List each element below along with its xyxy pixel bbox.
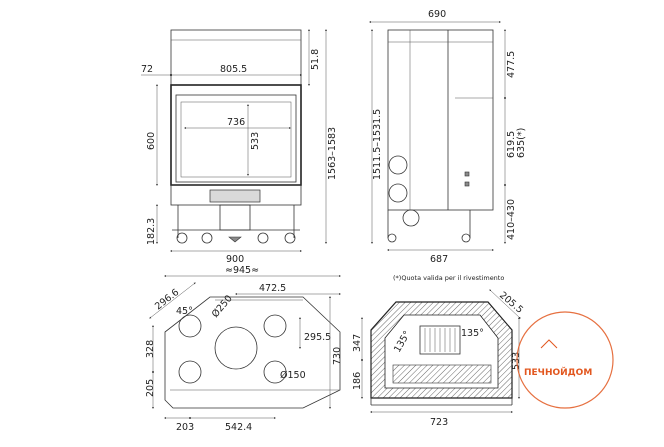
front-side-offset: 72 bbox=[141, 64, 153, 75]
front-body bbox=[170, 84, 302, 186]
plan-view bbox=[370, 301, 513, 406]
plan-width: 723 bbox=[430, 417, 448, 428]
front-glass-height: 533 bbox=[250, 132, 261, 150]
front-top-width: 805.5 bbox=[220, 64, 247, 75]
plan-angle-right: 135° bbox=[461, 328, 484, 339]
top-left-upper: 328 bbox=[145, 340, 156, 358]
side-duct-lower bbox=[388, 183, 408, 203]
front-wheel-left bbox=[176, 232, 188, 244]
side-base-depth: 687 bbox=[430, 254, 448, 265]
top-hole-1 bbox=[178, 314, 202, 338]
front-wheel-right bbox=[284, 232, 296, 244]
top-hole-3 bbox=[178, 360, 202, 384]
top-hole-4 bbox=[263, 360, 287, 384]
logo-roof-icon bbox=[540, 339, 558, 349]
plan-front-sill bbox=[392, 364, 492, 384]
front-dimensions: 72 805.5 736 533 900 51.8 600 1563–1583 … bbox=[141, 29, 338, 265]
logo-text: ПЕЧНОЙДОМ bbox=[524, 366, 592, 378]
plan-diagonal: 205.5 bbox=[497, 290, 525, 316]
front-wheel-2 bbox=[201, 232, 213, 244]
side-dimensions: 690 687 1511.5–1531.5 477.5 619.5 635(*)… bbox=[369, 9, 527, 265]
top-overall-width: ≈945≈ bbox=[225, 265, 259, 276]
side-outlet-height: 410–430 bbox=[506, 199, 517, 240]
plan-front-left: 186 bbox=[352, 372, 363, 390]
top-offset-half: 472.5 bbox=[259, 283, 286, 294]
front-total-height: 1563–1583 bbox=[327, 127, 338, 180]
front-body-height: 600 bbox=[146, 132, 157, 150]
logo-circle bbox=[516, 311, 614, 409]
top-bottom-left: 203 bbox=[176, 422, 194, 433]
top-right-height: 730 bbox=[332, 347, 343, 365]
side-note-height: 635(*) bbox=[516, 128, 527, 158]
front-glass-width: 736 bbox=[227, 117, 245, 128]
top-hole-2 bbox=[263, 314, 287, 338]
front-glass-frame bbox=[175, 94, 297, 183]
front-base-width: 900 bbox=[226, 254, 244, 265]
front-wheel-3 bbox=[257, 232, 269, 244]
side-top-depth: 690 bbox=[428, 9, 446, 20]
side-body bbox=[387, 29, 494, 211]
top-bottom-mid: 542.4 bbox=[225, 422, 252, 433]
top-angle: 45° bbox=[176, 306, 193, 317]
front-top-height: 51.8 bbox=[310, 49, 321, 70]
logo-watermark: ПЕЧНОЙДОМ bbox=[516, 311, 614, 409]
front-hood bbox=[170, 29, 302, 86]
side-total-height: 1511.5–1531.5 bbox=[372, 109, 383, 180]
flue-outlet bbox=[214, 326, 258, 370]
top-view bbox=[164, 296, 341, 409]
plan-depth-left: 347 bbox=[352, 334, 363, 352]
plan-grate bbox=[419, 325, 461, 355]
top-right-offset: 295.5 bbox=[304, 332, 331, 343]
front-view bbox=[170, 29, 302, 244]
side-view bbox=[387, 29, 494, 243]
top-outline bbox=[164, 296, 341, 409]
front-leg-height: 182.3 bbox=[146, 218, 157, 245]
side-duct-outlet bbox=[402, 209, 420, 227]
top-left-lower: 205 bbox=[145, 379, 156, 397]
top-small-diameter: Ø150 bbox=[280, 370, 306, 381]
side-upper-height: 477.5 bbox=[506, 51, 517, 78]
side-duct-upper bbox=[388, 155, 408, 175]
note-text: (*)Quota valida per il rivestimento bbox=[393, 274, 504, 282]
side-mid-height: 619.5 bbox=[506, 131, 517, 158]
front-glass bbox=[180, 101, 292, 178]
